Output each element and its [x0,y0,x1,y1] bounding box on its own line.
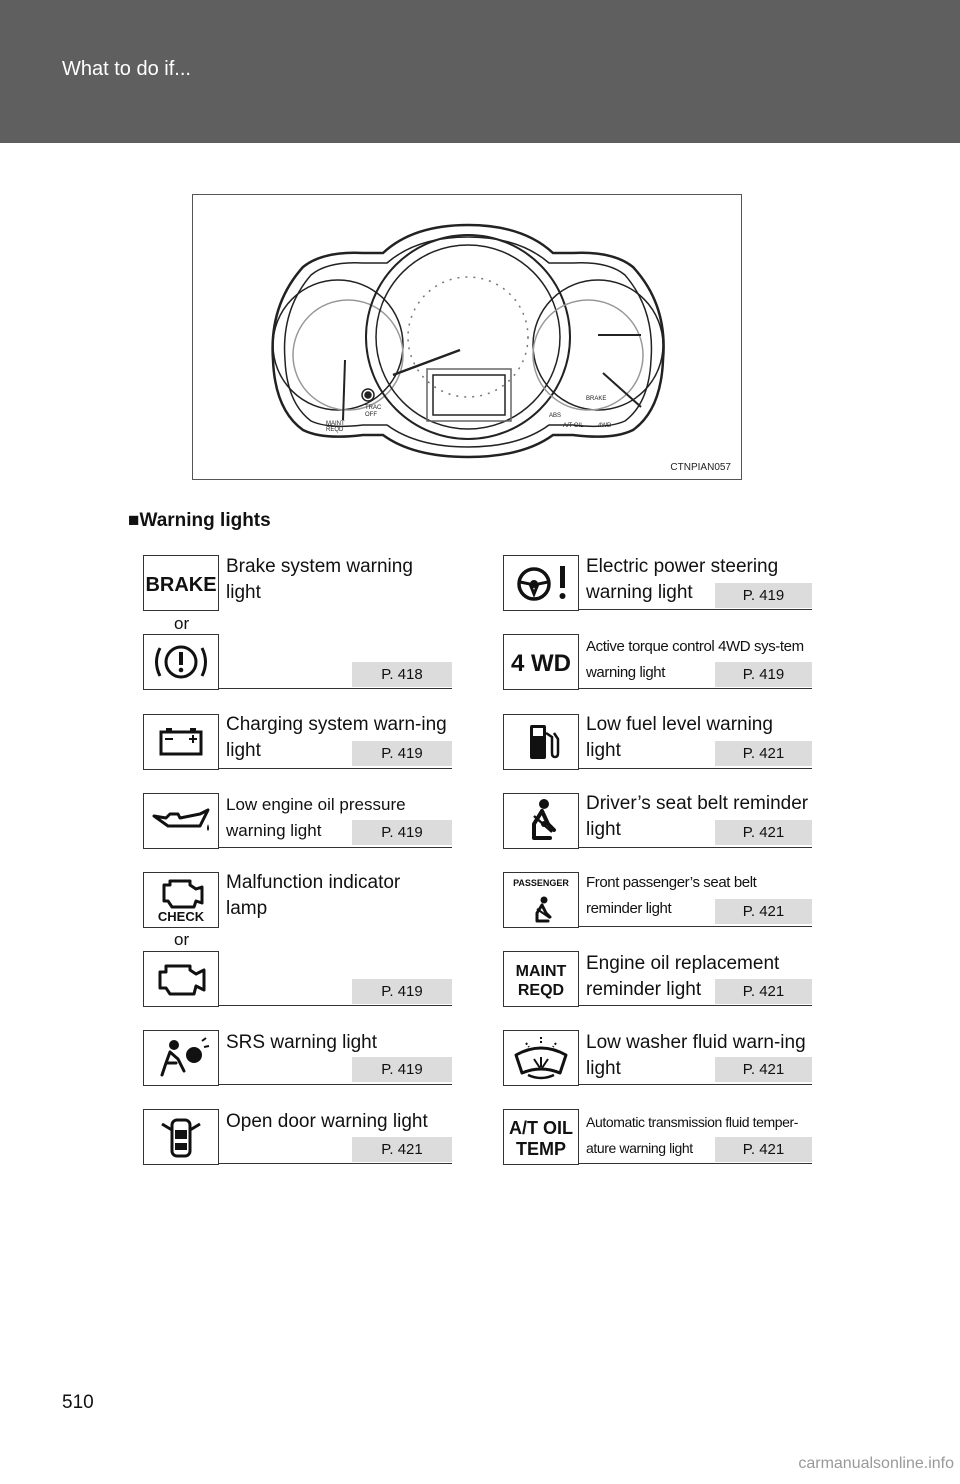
page-ref: P. 419 [352,741,452,766]
srs-desc: SRS warning light [226,1032,378,1053]
oil-pressure-desc: Low engine oil pressure warning light [226,795,406,840]
section-title: ■Warning lights [128,510,271,531]
passenger-icon-text: PASSENGER [513,878,569,888]
row-divider [218,1084,452,1085]
driver-seat-belt-desc: Driver’s seat belt reminder light [586,793,809,840]
open-door-desc: Open door warning light [226,1111,428,1132]
at-fluid-temp-desc: Automatic transmission fluid temper-atur… [586,1114,799,1156]
page-ref: P. 421 [715,820,812,845]
svg-text:BRAKE: BRAKE [586,396,606,402]
seat-belt-icon [503,793,579,849]
page-ref: P. 421 [715,1137,812,1162]
row-divider [578,768,812,769]
maint-icon-text: MAINT [516,963,567,980]
or-label-2: or [174,930,190,949]
4wd-icon-text: 4 WD [511,650,571,677]
row-divider [578,1163,812,1164]
malfunction-desc: Malfunction indicator lamp [226,872,401,919]
row-divider [218,1163,452,1164]
row-divider [578,847,812,848]
page-ref: P. 421 [352,1137,452,1162]
page-ref: P. 419 [352,979,452,1004]
row-divider [578,926,812,927]
page-header: What to do if... [0,0,960,143]
row-divider [218,847,452,848]
page-ref: P. 421 [715,1057,812,1082]
torque-control-desc: Active torque control 4WD sys-tem warnin… [586,638,804,681]
brake-icon-text: BRAKE [145,574,216,596]
fuel-pump-icon [503,714,579,770]
power-steering-desc: Electric power steering warning light [586,556,779,603]
washer-fluid-icon [503,1030,579,1086]
reqd-icon-text: REQD [518,982,564,999]
row-divider [218,768,452,769]
open-door-icon [143,1109,219,1165]
page-ref: P. 421 [715,979,812,1004]
low-fuel-desc: Low fuel level warning light [586,714,773,761]
4wd-icon: 4 WD [503,634,579,690]
page-ref: P. 418 [352,662,452,687]
charging-system-desc: Charging system warn-ing light [226,714,447,761]
maint-reqd-icon: MAINT REQD [503,951,579,1007]
row-divider [578,609,812,610]
header-title: What to do if... [62,58,191,80]
at-oil-icon-text: A/T OIL [509,1118,573,1138]
svg-text:REQD: REQD [326,427,344,433]
page-ref: P. 419 [715,583,812,608]
page-ref: P. 419 [352,820,452,845]
check-engine-icon: CHECK [143,872,219,928]
svg-text:MAINT: MAINT [326,421,345,427]
row-divider [218,1005,452,1006]
temp-icon-text: TEMP [516,1139,566,1159]
instrument-cluster-figure: BRAKE ABS 4WD A/T OIL TRAC OFF MAINT REQ… [192,194,742,480]
figure-code: CTNPIAN057 [670,462,731,473]
row-divider [218,688,452,689]
engine-icon [143,951,219,1007]
check-icon-text: CHECK [158,909,205,924]
row-divider [578,1005,812,1006]
brake-circle-icon [143,634,219,690]
instrument-cluster-illustration: BRAKE ABS 4WD A/T OIL TRAC OFF MAINT REQ… [271,223,665,459]
row-divider [578,1084,812,1085]
oil-can-icon [143,793,219,849]
svg-text:OFF: OFF [365,412,377,418]
row-divider [578,688,812,689]
page-number: 510 [62,1392,94,1413]
brake-text-icon: BRAKE [143,555,219,611]
watermark: carmanualsonline.info [798,1455,954,1472]
page-ref: P. 419 [715,662,812,687]
passenger-seat-belt-icon: PASSENGER [503,872,579,928]
svg-text:ABS: ABS [549,413,561,419]
svg-text:A/T OIL: A/T OIL [563,423,584,429]
battery-icon [143,714,219,770]
or-label-1: or [174,614,190,633]
steering-warning-icon [503,555,579,611]
at-oil-temp-icon: A/T OIL TEMP [503,1109,579,1165]
page-ref: P. 421 [715,899,812,924]
oil-replacement-desc: Engine oil replacement reminder light [586,953,780,1000]
passenger-seat-belt-desc: Front passenger’s seat belt reminder lig… [586,874,757,917]
brake-system-desc: Brake system warning light [226,556,413,603]
page-ref: P. 419 [352,1057,452,1082]
airbag-icon [143,1030,219,1086]
svg-text:4WD: 4WD [598,423,612,429]
svg-text:TRAC: TRAC [365,405,382,411]
page-ref: P. 421 [715,741,812,766]
washer-fluid-desc: Low washer fluid warn-ing light [586,1032,806,1079]
